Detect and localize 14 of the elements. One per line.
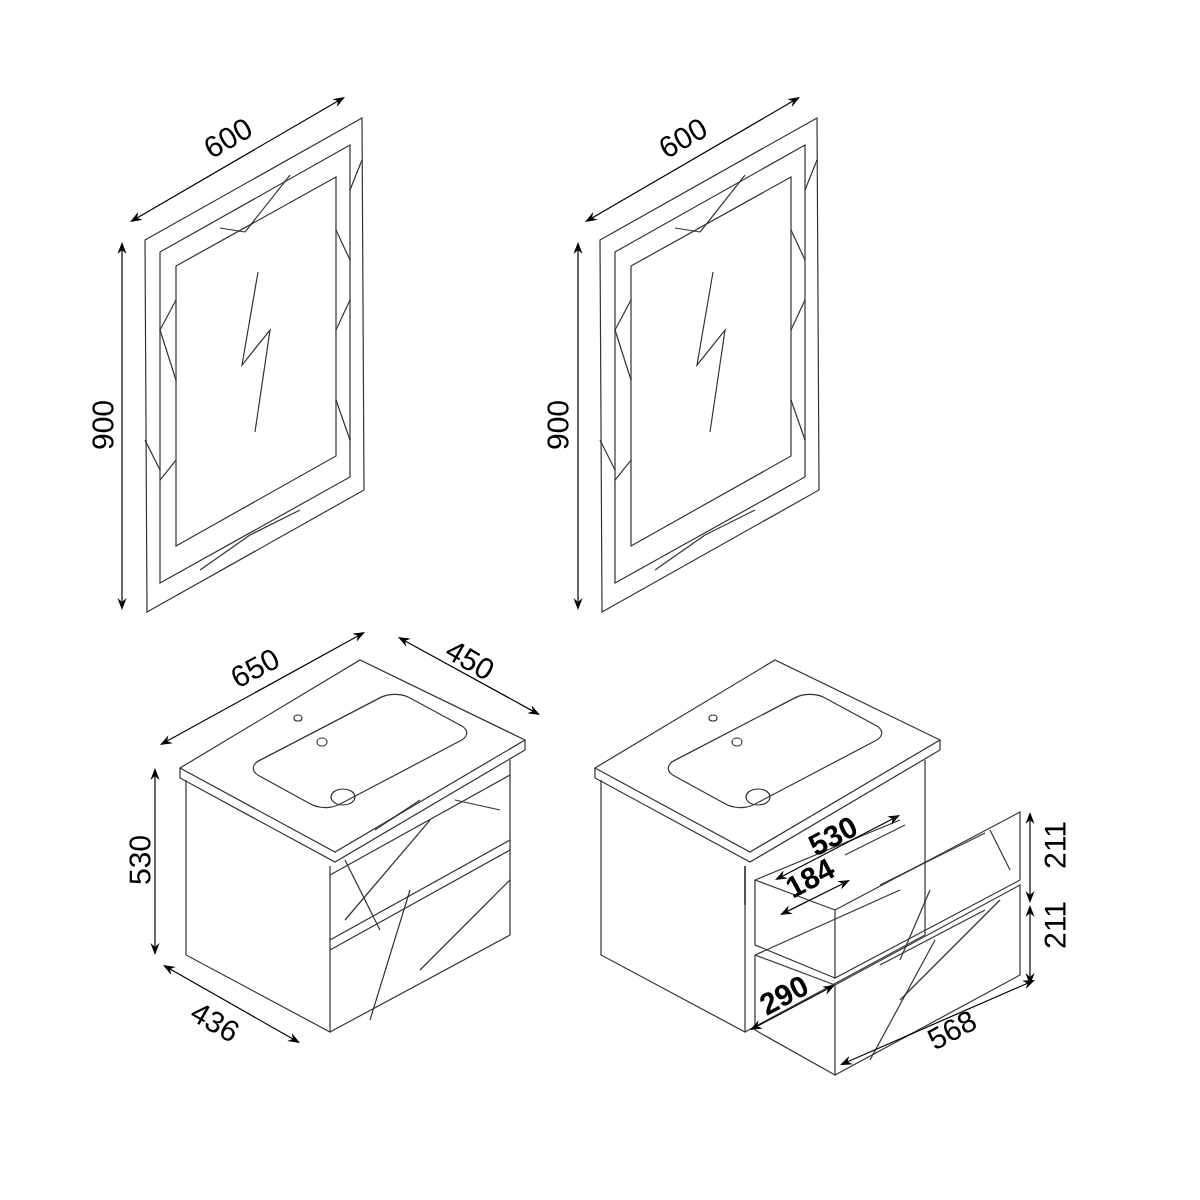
dimension-label: 184 [786,858,835,898]
dimension-label: 436 [191,1005,239,1041]
dimension-label: 900 [547,401,569,449]
dimension-label: 211 [1044,822,1066,868]
dimension-label: 568 [927,1011,976,1049]
dimension-label: 600 [205,119,251,157]
dimension-label: 900 [92,401,114,449]
dimension-label: 650 [232,649,279,686]
dimension-label: 450 [446,643,494,679]
dimension-label: 290 [760,976,808,1016]
dimension-label: 211 [1044,902,1066,948]
dimension-label: 600 [660,119,706,157]
dimension-label: 530 [808,817,857,855]
dimension-label: 530 [129,836,151,884]
